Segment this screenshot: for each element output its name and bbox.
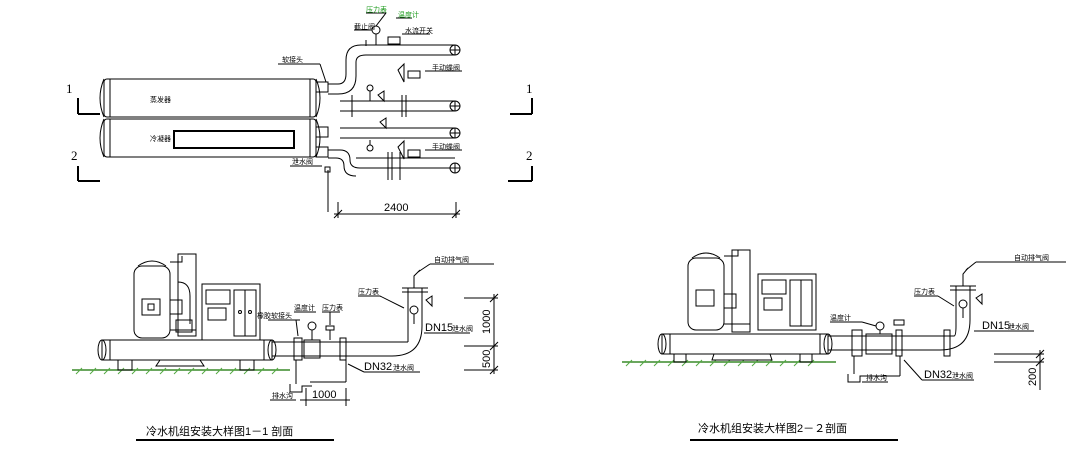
- label-manual-valve-1: 手动蝶阀: [432, 63, 460, 72]
- label-pressure-1: 压力表: [358, 287, 379, 296]
- section-mark-2-right: 2: [526, 148, 533, 163]
- section-1-view: 橡胶软接头 温度计 压力表 压力表 自动排气阀 DN15 泄水阀 DN32 泄水…: [72, 253, 499, 441]
- label-thermometer: 温度计: [398, 10, 419, 19]
- label-thermo-2: 温度计: [830, 313, 851, 322]
- section1-title: 冷水机组安装大样图1－1 剖面: [146, 424, 293, 438]
- label-vent-1: 自动排气阀: [434, 255, 469, 264]
- section-mark-2-left: 2: [71, 148, 78, 163]
- control-cabinet: [201, 283, 261, 341]
- condenser-label: 冷凝器: [150, 134, 171, 143]
- section-2-view: 自动排气阀 压力表 温度计 DN15 泄水阀 DN32 泄水阀 排水沟 200 …: [622, 249, 1066, 441]
- label-drain-valve: 泄水阀: [292, 157, 313, 166]
- dn32-suffix-1: 泄水阀: [393, 363, 414, 372]
- label-thermo-1: 温度计: [294, 303, 315, 312]
- section-mark-1-left: 1: [66, 81, 73, 96]
- label-gauge-1: 压力表: [322, 303, 343, 312]
- dn32-1: DN32: [364, 361, 392, 373]
- label-flow-switch: 水流开关: [405, 26, 433, 35]
- compressor-tank-2: [687, 257, 725, 331]
- label-gauge-2: 压力表: [914, 287, 935, 296]
- section-mark-1-right: 1: [526, 81, 533, 96]
- label-vent-2: 自动排气阀: [1014, 253, 1049, 262]
- label-drain-2: 排水沟: [866, 373, 887, 382]
- section2-title: 冷水机组安装大样图2－２剖面: [698, 421, 847, 435]
- condenser-shell: [103, 118, 317, 158]
- evaporator-shell: [103, 78, 317, 118]
- dn32-2: DN32: [924, 369, 952, 381]
- dim-2400: 2400: [384, 202, 408, 214]
- dn32-suffix-2: 泄水阀: [952, 371, 973, 380]
- plan-view: 蒸发器 冷凝器: [66, 5, 533, 219]
- dim-1000-v: 1000: [481, 310, 493, 334]
- control-box: [173, 130, 295, 149]
- dn15-suffix-1: 泄水阀: [452, 324, 473, 333]
- compressor-tank: [133, 265, 171, 339]
- dn15-2: DN15: [982, 320, 1010, 332]
- label-pressure-gauge: 压力表: [366, 5, 387, 14]
- control-cabinet-2: [757, 273, 817, 331]
- dim-500: 500: [481, 350, 493, 368]
- dim-1000-h: 1000: [312, 389, 336, 401]
- dim-200: 200: [1027, 368, 1039, 386]
- label-rubber-joint: 橡胶软接头: [257, 311, 292, 320]
- dn15-suffix-2: 泄水阀: [1008, 322, 1029, 331]
- label-shutoff-valve: 截止阀: [354, 22, 375, 31]
- label-flex-joint: 软接头: [282, 55, 303, 64]
- label-drain-1: 排水沟: [272, 391, 293, 400]
- label-manual-valve-2: 手动蝶阀: [432, 142, 460, 151]
- evaporator-label: 蒸发器: [150, 95, 171, 104]
- dn15-1: DN15: [425, 322, 453, 334]
